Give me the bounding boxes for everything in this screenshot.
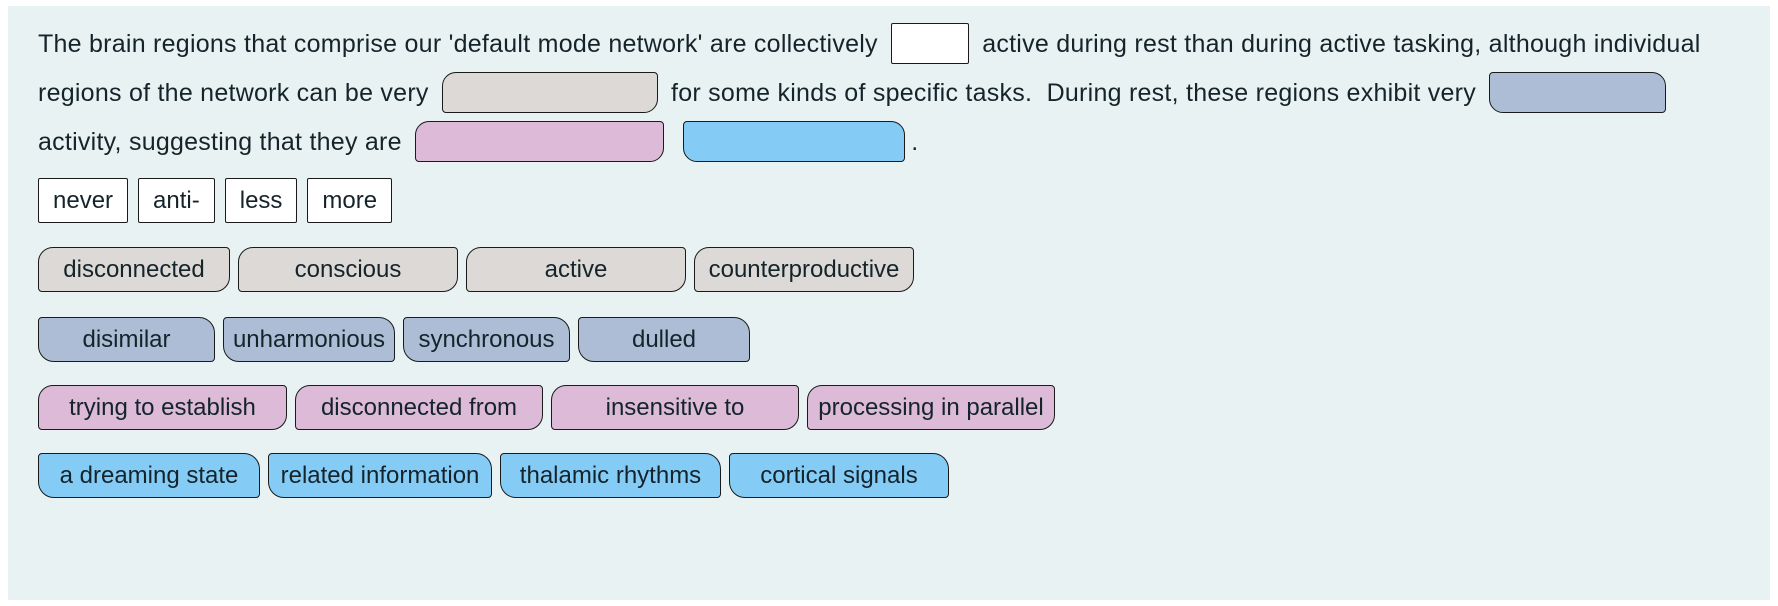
word-chip[interactable]: conscious [238, 247, 458, 292]
word-chip[interactable]: less [224, 178, 298, 223]
passage-segment-3: for some kinds of specific tasks. During… [663, 79, 1484, 107]
cloze-exercise-panel: The brain regions that comprise our 'def… [8, 6, 1770, 600]
word-chip[interactable]: unharmonious [223, 317, 395, 362]
passage-segment-1: The brain regions that comprise our 'def… [38, 30, 886, 58]
word-chip[interactable]: counterproductive [694, 247, 914, 292]
word-chip[interactable]: never [38, 178, 129, 223]
blank-5-object[interactable] [683, 120, 906, 162]
word-chip[interactable]: active [466, 247, 686, 292]
word-chip[interactable]: related information [268, 453, 492, 498]
passage-segment-6: . [911, 128, 919, 156]
word-chip[interactable]: a dreaming state [38, 453, 260, 498]
word-chip[interactable]: disimilar [38, 317, 215, 362]
blank-2-adjective[interactable] [441, 71, 658, 113]
word-chip[interactable]: trying to establish [38, 385, 287, 430]
passage-segment-5 [670, 128, 677, 156]
word-chip[interactable]: processing in parallel [807, 385, 1055, 430]
blank-3-activity[interactable] [1489, 71, 1667, 113]
blank-1-comparative[interactable] [891, 22, 970, 64]
blank-4-relation[interactable] [414, 120, 664, 162]
passage-segment-4: activity, suggesting that they are [38, 79, 1680, 156]
word-chip[interactable]: more [307, 178, 393, 223]
word-chip[interactable]: anti- [138, 178, 215, 223]
word-chip[interactable]: insensitive to [551, 385, 799, 430]
passage-text: The brain regions that comprise our 'def… [38, 20, 1738, 167]
word-chip[interactable]: cortical signals [729, 453, 949, 498]
word-chip[interactable]: dulled [578, 317, 750, 362]
word-chip[interactable]: synchronous [403, 317, 570, 362]
word-chip[interactable]: thalamic rhythms [500, 453, 721, 498]
word-chip[interactable]: disconnected [38, 247, 230, 292]
word-chip[interactable]: disconnected from [295, 385, 543, 430]
passage-segment-2: active during rest than during active ta… [38, 30, 1708, 107]
